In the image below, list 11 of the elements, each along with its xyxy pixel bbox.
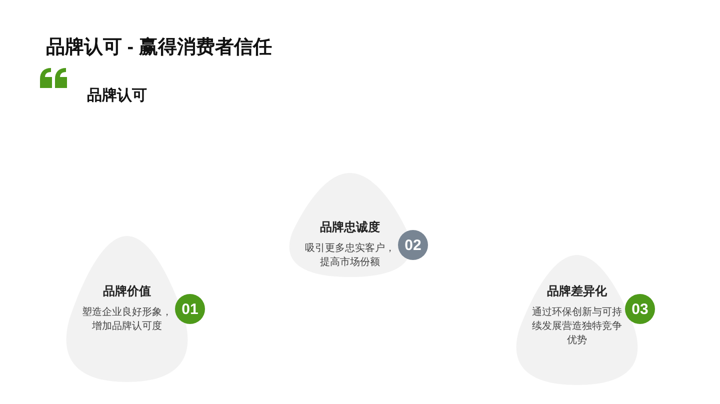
card-heading: 品牌忠诚度 [320, 219, 380, 236]
card-description: 通过环保创新与可持续发展营造独特竞争优势 [531, 306, 623, 348]
card-description: 吸引更多忠实客户，提高市场份额 [304, 242, 396, 270]
number-badge: 03 [625, 294, 655, 324]
number-badge: 02 [398, 230, 428, 260]
number-badge: 01 [175, 294, 205, 324]
card-heading: 品牌差异化 [547, 283, 607, 300]
section-heading: 品牌认可 [87, 86, 147, 105]
card-heading: 品牌价值 [103, 283, 151, 300]
slide-title: 品牌认可 - 赢得消费者信任 [46, 36, 272, 60]
card-description: 塑造企业良好形象，增加品牌认可度 [81, 306, 173, 334]
